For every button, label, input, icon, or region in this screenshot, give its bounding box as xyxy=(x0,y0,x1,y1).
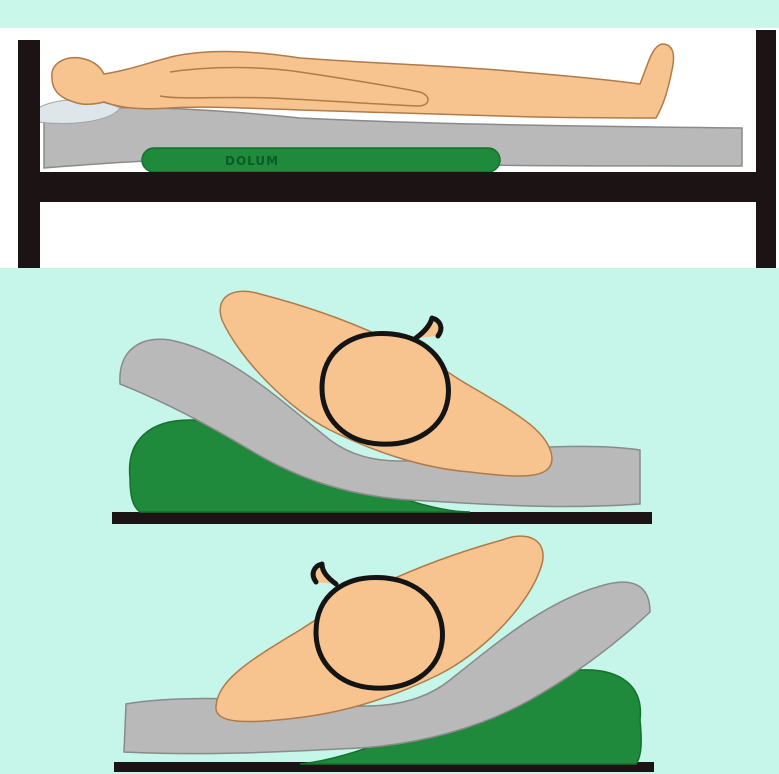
patient-head-left xyxy=(322,334,448,445)
bed-frame-right-post xyxy=(756,30,776,268)
support-wedge xyxy=(142,148,500,172)
patient-head-right xyxy=(316,578,442,689)
floor-line-1 xyxy=(112,512,652,524)
bed-frame-left-post xyxy=(18,40,40,268)
bed-frame-rail xyxy=(18,172,776,202)
top-band xyxy=(0,0,779,28)
wedge-label: DOLUM xyxy=(225,154,279,168)
